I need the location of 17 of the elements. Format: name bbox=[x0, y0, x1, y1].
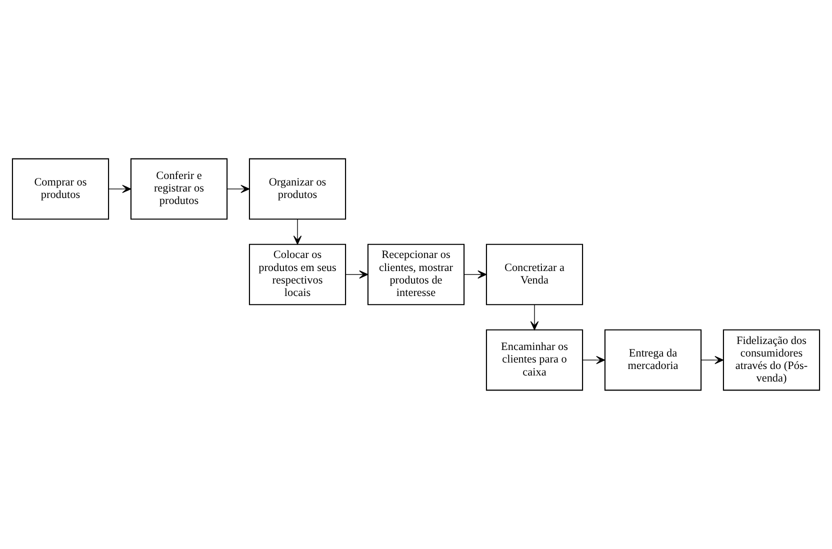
node-box: Colocar os produtos em seus respectivos locais bbox=[248, 244, 346, 306]
arrow bbox=[582, 356, 606, 364]
node-box: Conferir e registrar os produtos bbox=[130, 158, 228, 220]
node-box: Encaminhar os clientes para o caixa bbox=[486, 329, 584, 391]
arrow bbox=[530, 304, 539, 330]
arrow bbox=[293, 218, 302, 245]
node-box: Fidelização dos consumidores através do (Pós-venda) bbox=[722, 329, 820, 391]
arrow bbox=[108, 184, 132, 194]
arrow bbox=[464, 270, 487, 279]
node-box: Comprar os produtos bbox=[12, 158, 110, 220]
arrow bbox=[226, 184, 250, 194]
node-box: Concretizar a Venda bbox=[486, 244, 584, 306]
node-box: Organizar os produtos bbox=[248, 158, 346, 220]
node-box: Recepcionar os clientes, mostrar produtos de interesse bbox=[367, 244, 465, 306]
arrow bbox=[345, 270, 368, 279]
arrow bbox=[700, 356, 724, 364]
node-box: Entrega da mercadoria bbox=[604, 329, 702, 391]
